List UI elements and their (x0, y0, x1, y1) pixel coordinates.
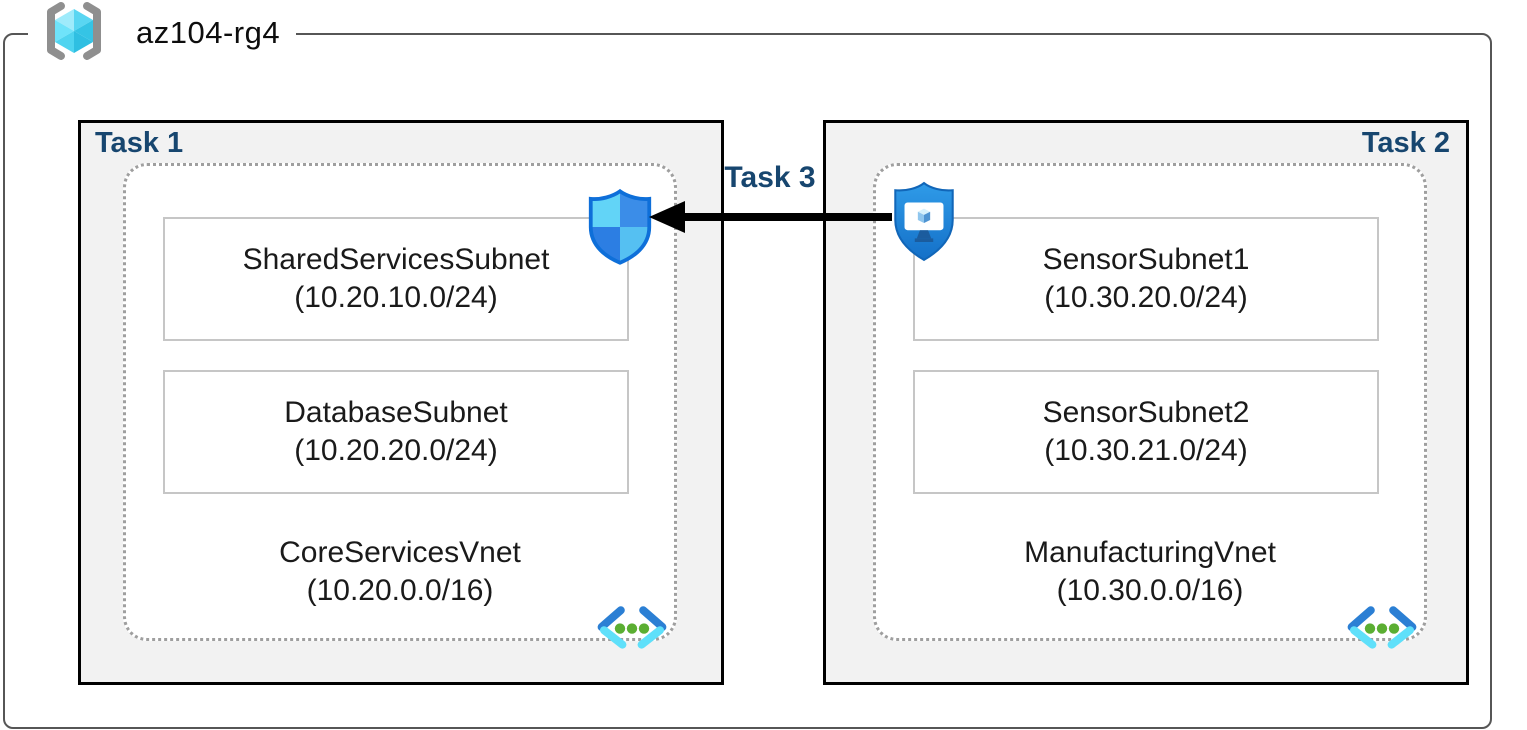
resource-group-header: az104-rg4 (28, 0, 297, 67)
subnet-cidr: (10.30.21.0/24) (1044, 434, 1248, 467)
subnet-name: SensorSubnet1 (1042, 243, 1250, 276)
subnet-cidr: (10.30.20.0/24) (1044, 281, 1248, 314)
manufacturing-vnet-container: SensorSubnet1 (10.30.20.0/24) SensorSubn… (873, 163, 1427, 649)
subnet-cidr: (10.20.10.0/24) (294, 281, 498, 314)
subnet-name: SharedServicesSubnet (242, 243, 550, 276)
resource-group-name: az104-rg4 (136, 15, 281, 50)
sensor-subnet1-box: SensorSubnet1 (10.30.20.0/24) (913, 217, 1379, 341)
task3-arrow (645, 197, 895, 237)
task2-label: Task 2 (1361, 127, 1450, 159)
database-subnet-box: DatabaseSubnet (10.20.20.0/24) (163, 370, 629, 494)
bastion-shield-icon (891, 181, 957, 263)
virtual-network-icon (1342, 599, 1422, 655)
virtual-network-icon (592, 599, 672, 655)
resource-group-icon (36, 0, 112, 67)
manufacturing-vnet-caption: ManufacturingVnet (10.30.0.0/16) (876, 534, 1424, 610)
vnet-cidr: (10.30.0.0/16) (1056, 574, 1244, 607)
vnet-name: ManufacturingVnet (1024, 536, 1276, 569)
sensor-subnet2-box: SensorSubnet2 (10.30.21.0/24) (913, 370, 1379, 494)
nsg-shield-icon (585, 188, 655, 266)
task1-label: Task 1 (95, 127, 184, 159)
core-services-vnet-container: SharedServicesSubnet (10.20.10.0/24) Dat… (123, 163, 677, 649)
vnet-cidr: (10.20.0.0/16) (306, 574, 494, 607)
shared-services-subnet-box: SharedServicesSubnet (10.20.10.0/24) (163, 217, 629, 341)
task2-box: Task 2 SensorSubnet1 (10.30.20.0/24) Sen… (823, 120, 1469, 685)
subnet-cidr: (10.20.20.0/24) (294, 434, 498, 467)
vnet-name: CoreServicesVnet (279, 536, 521, 569)
subnet-name: SensorSubnet2 (1042, 396, 1250, 429)
subnet-name: DatabaseSubnet (284, 396, 508, 429)
task3-label: Task 3 (724, 161, 816, 194)
core-services-vnet-caption: CoreServicesVnet (10.20.0.0/16) (126, 534, 674, 610)
